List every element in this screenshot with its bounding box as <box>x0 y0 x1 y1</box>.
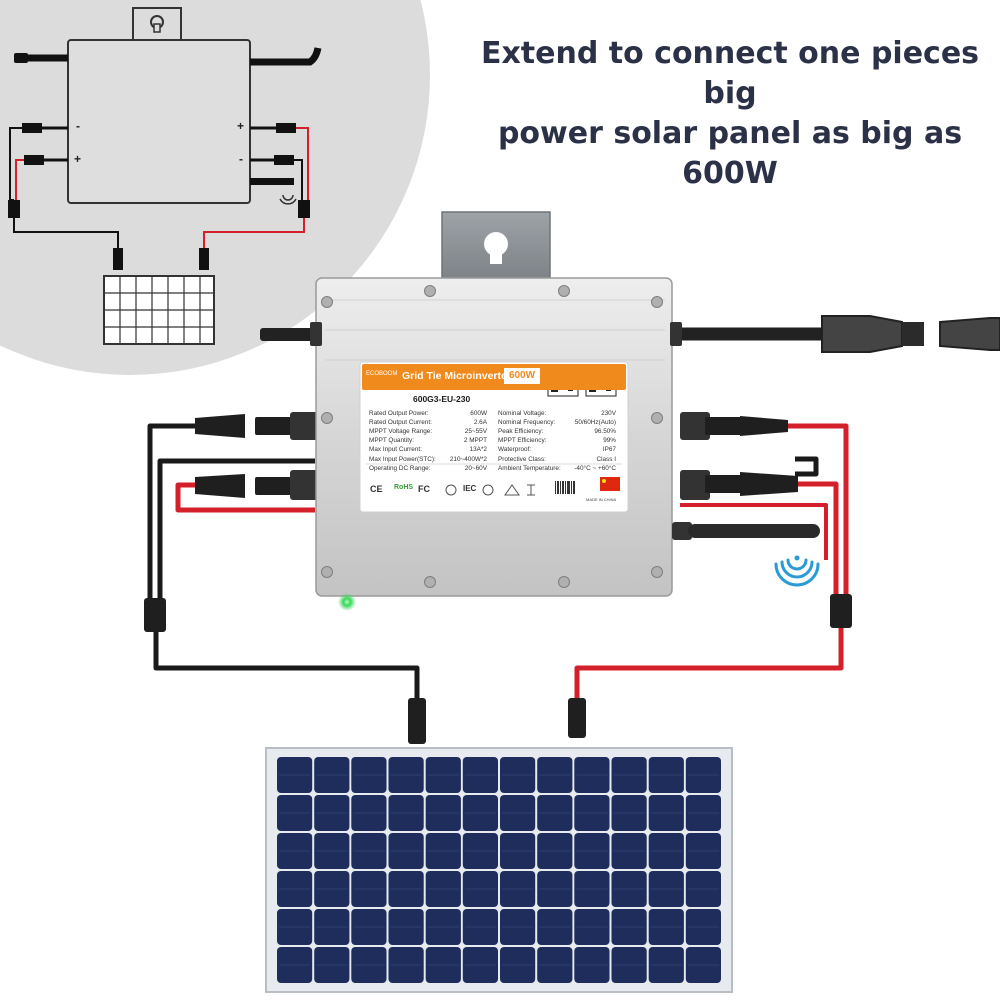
spec-value: -40°C ~ +60°C <box>574 464 616 472</box>
product-label <box>359 361 629 513</box>
brand-logo: ECOBOOM <box>366 371 398 377</box>
spec-value: 2 MPPT <box>463 437 487 445</box>
mounting-bracket <box>441 211 551 283</box>
label-header: ECOBOOM Grid Tie Microinverter 600W <box>362 364 626 390</box>
spec-name: Ambient Temperature: <box>498 464 561 472</box>
spec-value: 50/60Hz(Auto) <box>574 419 616 427</box>
screw-icon <box>424 576 436 588</box>
spec-name: Rated Output Current: <box>369 419 432 427</box>
cert-ce: CE <box>370 484 383 494</box>
headline: Extend to connect one pieces big power s… <box>470 34 990 194</box>
spec-value: 230V <box>601 410 616 417</box>
branch-connector-negative <box>144 598 166 632</box>
dc-connectors <box>144 412 852 744</box>
status-led <box>338 593 356 611</box>
made-in-label: MADE IN CHINA <box>586 497 617 502</box>
inset-polarity-bottom-left: + <box>74 152 82 166</box>
inset-branch-connector-pos <box>298 200 310 218</box>
spec-value: 210~400W*2 <box>449 455 487 463</box>
spec-name: Waterproof: <box>498 446 532 454</box>
mc4-connector-right-top <box>740 416 788 436</box>
cert-iec: IEC <box>463 484 477 493</box>
inset-polarity-bottom-right: - <box>239 152 243 166</box>
spec-value: 13A*2 <box>469 446 487 454</box>
screw-icon <box>651 296 663 308</box>
cert-mark-icon <box>504 484 520 496</box>
screw-icon <box>424 285 436 297</box>
inset-solar-panel <box>103 275 215 345</box>
solar-panel <box>265 747 733 993</box>
cert-mark-icon <box>482 484 494 496</box>
label-title: Grid Tie Microinverter <box>402 370 511 382</box>
spec-name: Operating DC Range: <box>369 464 431 472</box>
headline-line-1: Extend to connect one pieces big <box>480 36 980 111</box>
spec-name: Rated Output Power: <box>369 410 429 417</box>
cert-mark-icon <box>445 484 457 496</box>
ac-connector-male <box>821 315 903 353</box>
wifi-signal-icon <box>774 555 820 587</box>
model-number: 600G3-EU-230 <box>413 394 471 404</box>
spec-name: Nominal Frequency: <box>498 419 556 427</box>
screw-icon <box>651 412 663 424</box>
china-flag-icon <box>600 477 620 491</box>
cert-rohs: RoHS <box>394 484 414 491</box>
spec-value: Class I <box>596 455 616 463</box>
spec-name: Peak Efficiency: <box>498 428 544 436</box>
panel-lead-negative <box>408 698 426 744</box>
ac-cable <box>260 315 1000 353</box>
inset-inverter-box <box>67 39 251 204</box>
ac-connector-female <box>939 317 1000 351</box>
screw-icon <box>321 412 333 424</box>
screw-icon <box>558 576 570 588</box>
screw-icon <box>321 566 333 578</box>
cert-mark-icon <box>527 484 535 496</box>
spec-value: IP67 <box>602 446 616 454</box>
spec-value: 20~60V <box>464 464 487 472</box>
branch-connector-positive <box>830 594 852 628</box>
screw-icon <box>651 566 663 578</box>
headline-line-2: power solar panel as big as 600W <box>497 116 963 191</box>
spec-name: MPPT Efficiency: <box>498 437 547 445</box>
screw-icon <box>321 296 333 308</box>
microinverter-body <box>310 277 820 597</box>
inset-antenna <box>250 178 294 185</box>
spec-value: 600W <box>470 410 487 417</box>
spec-value: 2.6A <box>473 419 487 427</box>
spec-name: Protective Class: <box>498 455 546 463</box>
inset-branch-connector-neg <box>8 200 20 218</box>
wifi-antenna <box>688 524 820 538</box>
screw-icon <box>558 285 570 297</box>
spec-name: Nominal Voltage: <box>498 410 547 417</box>
dc-wiring <box>147 423 849 700</box>
power-badge: 600W <box>504 368 540 384</box>
inset-polarity-top-right: + <box>237 119 245 133</box>
spec-name: Max Input Power(STC): <box>369 455 436 463</box>
mc4-connector-left-bottom <box>195 474 245 498</box>
inset-polarity-top-left: - <box>76 119 80 133</box>
inset-wifi-icon <box>279 194 297 205</box>
spec-name: MPPT Voltage Range: <box>369 428 433 436</box>
barcode-icon <box>555 481 575 494</box>
cert-fc: FC <box>418 484 430 494</box>
mc4-connector-left-top <box>195 414 245 438</box>
spec-value: 96.50% <box>594 428 616 436</box>
spec-name: MPPT Quantity: <box>369 437 414 445</box>
spec-value: 25~55V <box>464 428 487 436</box>
mc4-connector-right-bottom <box>740 472 798 496</box>
panel-lead-positive <box>568 698 586 738</box>
spec-name: Max Input Current: <box>369 446 422 454</box>
solar-cells <box>277 757 721 983</box>
spec-value: 99% <box>603 437 616 445</box>
